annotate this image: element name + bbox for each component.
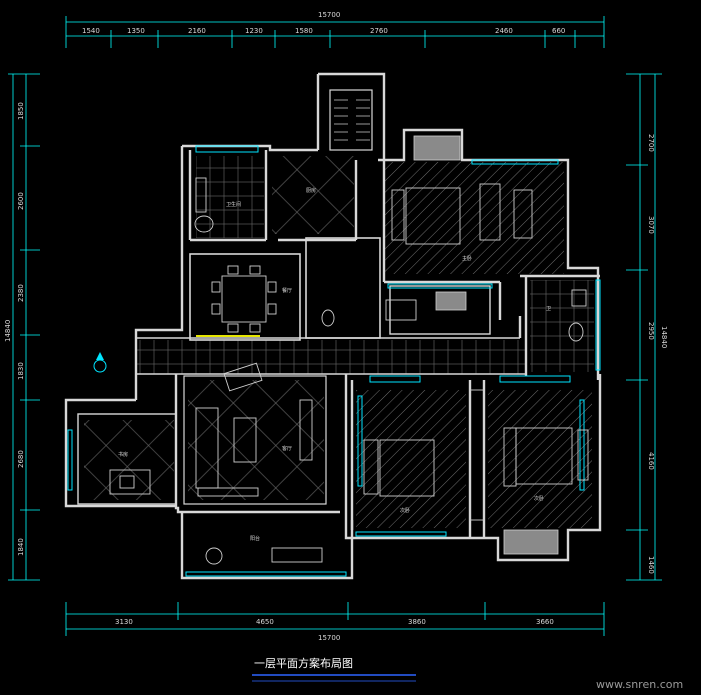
room-label-bathroom-right: 卫 [546, 306, 551, 312]
room-label-dining: 餐厅 [282, 287, 292, 294]
bottom-dim-2: 4650 [256, 618, 274, 626]
top-dim-1: 1540 [82, 27, 100, 35]
furniture [109, 177, 589, 565]
left-dim-2: 2600 [17, 192, 25, 210]
kitchen-floor [272, 156, 354, 234]
top-dim-2: 1350 [127, 27, 145, 35]
right-dim-1: 2700 [647, 134, 655, 152]
entrance-marker-icon [93, 352, 107, 373]
room-label-bedroom-right: 次卧 [534, 495, 544, 502]
left-total-dimension: 14840 [4, 320, 12, 342]
left-dim-1: 1850 [17, 102, 25, 120]
right-dim-3: 2950 [647, 322, 655, 340]
left-dim-5: 2680 [17, 450, 25, 468]
top-dim-7: 2460 [495, 27, 513, 35]
planters [413, 135, 559, 555]
left-dimension-chain [8, 73, 40, 581]
room-label-living: 客厅 [282, 445, 292, 452]
room-label-study: 书房 [118, 451, 128, 458]
dining-table [221, 275, 267, 323]
drawing-title: 一层平面方案布局图 [254, 656, 353, 670]
room-label-balcony: 阳台 [250, 535, 260, 542]
room-label-kitchen: 厨房 [306, 187, 316, 194]
room-label-master-bedroom: 主卧 [462, 255, 472, 262]
stairs [334, 99, 370, 141]
right-dimension-chain [626, 73, 662, 581]
top-dim-4: 1230 [245, 27, 263, 35]
bathroom-upper-floor [196, 156, 264, 238]
bottom-dim-3: 3860 [408, 618, 426, 626]
floor-finishes [84, 156, 594, 528]
bedroom-right-floor [488, 390, 592, 528]
windows [67, 145, 601, 577]
bottom-total-dimension: 15700 [318, 634, 340, 642]
top-dimension-chain [65, 16, 605, 48]
top-total-dimension: 15700 [318, 11, 340, 19]
bottom-dim-1: 3130 [115, 618, 133, 626]
right-dim-4: 4160 [647, 452, 655, 470]
walls [64, 72, 602, 580]
bathroom-right-floor [530, 280, 594, 372]
room-label-bedroom-left: 次卧 [400, 507, 410, 514]
study-desk [109, 469, 151, 495]
left-dim-4: 1830 [17, 362, 25, 380]
study-floor [84, 420, 174, 500]
bottom-dimension-chain [65, 602, 605, 636]
top-dim-5: 1580 [295, 27, 313, 35]
bottom-dim-4: 3660 [536, 618, 554, 626]
master-sofa [479, 183, 501, 241]
coffee-table [233, 417, 257, 463]
left-dim-3: 2380 [17, 284, 25, 302]
corridor-floor [136, 340, 526, 374]
room-label-bathroom-upper: 卫生间 [226, 201, 241, 208]
master-bedroom-floor [384, 162, 564, 274]
top-dim-3: 2160 [188, 27, 206, 35]
top-dim-6: 2760 [370, 27, 388, 35]
watermark: www.snren.com [596, 678, 683, 691]
bedroom-left-bed [379, 439, 435, 497]
master-bed [405, 187, 461, 245]
left-dim-6: 1840 [17, 538, 25, 556]
bedroom-left-floor [356, 390, 466, 528]
right-dim-2: 3070 [647, 216, 655, 234]
right-total-dimension: 14840 [660, 326, 668, 348]
top-dim-8: 660 [552, 27, 565, 35]
right-dim-5: 1460 [647, 556, 655, 574]
